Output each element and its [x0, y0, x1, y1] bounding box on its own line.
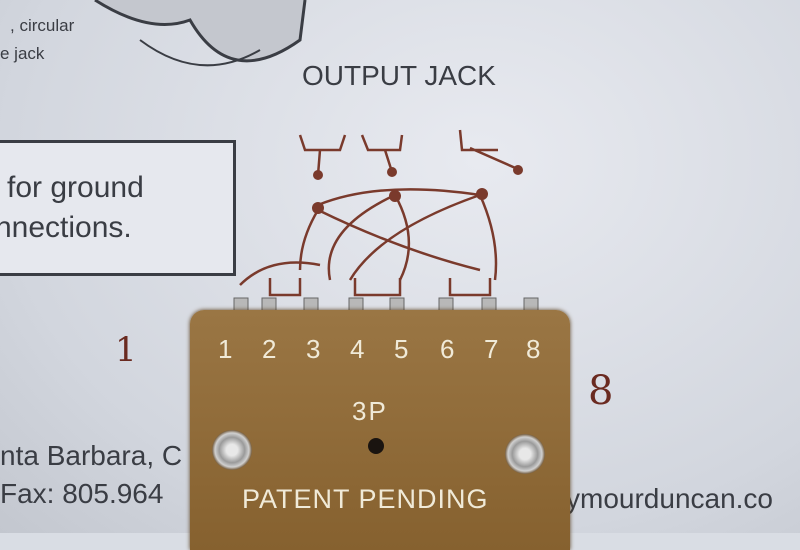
- address-text: nta Barbara, C: [0, 440, 183, 471]
- fax-text: Fax: 805.964: [0, 478, 164, 509]
- output-jack-heading: OUTPUT JACK: [302, 60, 496, 91]
- partial-text-line: e jack: [0, 44, 45, 63]
- screw-left-icon: [212, 430, 252, 470]
- mounting-hole: [368, 438, 384, 454]
- pin-number: 3: [306, 334, 323, 364]
- partial-text-line: , circular: [10, 16, 75, 35]
- patent-pending-label: PATENT PENDING: [242, 484, 489, 514]
- website-text: ymourduncan.co: [566, 483, 774, 514]
- handwritten-label-1: 1: [115, 330, 137, 370]
- jack-drawing: [94, 0, 307, 67]
- pin-number: 1: [218, 334, 235, 364]
- note-box: for ground nnections.: [0, 140, 236, 276]
- pin-number: 7: [484, 334, 501, 364]
- note-line: nnections.: [0, 211, 132, 244]
- screw-right-icon: [505, 434, 545, 474]
- jack-circuit-board: 1 2 3 4 5 6 7 8 3P PATENT PENDING: [190, 310, 570, 550]
- pin-number: 5: [394, 334, 411, 364]
- handwritten-label-8: 8: [588, 368, 614, 414]
- model-label: 3P: [352, 396, 388, 426]
- note-line: for ground: [7, 171, 144, 204]
- pin-number: 8: [526, 334, 543, 364]
- pin-number: 2: [262, 334, 279, 364]
- pin-number-row: 1 2 3 4 5 6 7 8: [218, 334, 566, 365]
- pin-number: 4: [350, 334, 367, 364]
- pin-number: 6: [440, 334, 457, 364]
